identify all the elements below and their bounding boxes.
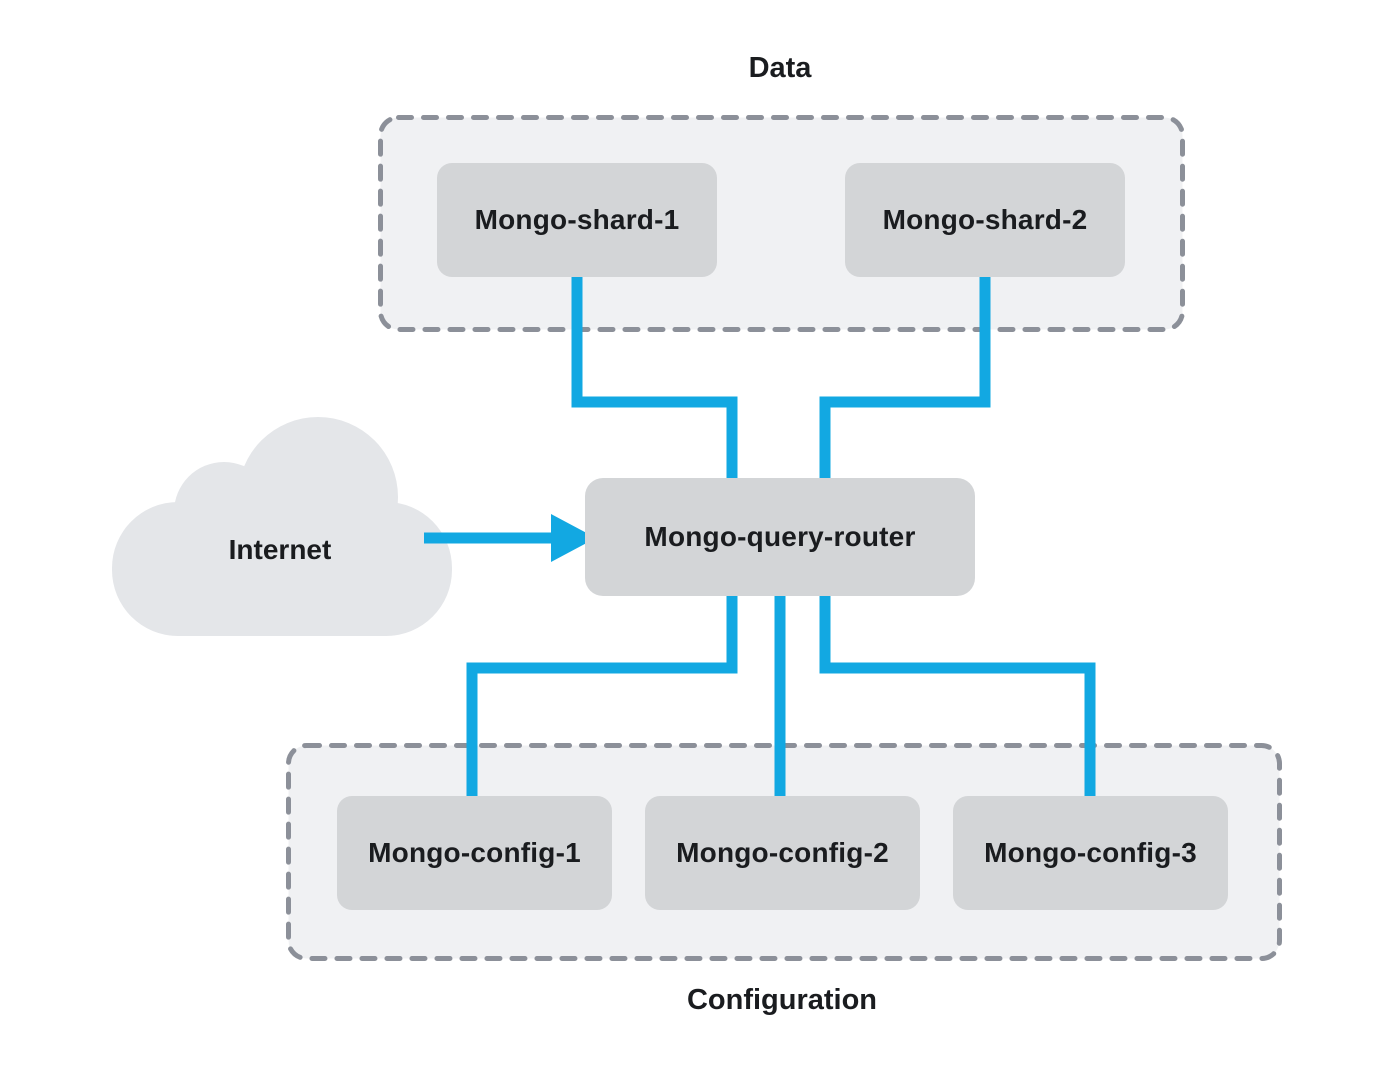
node-mongo-config-3: Mongo-config-3 bbox=[953, 796, 1228, 910]
configuration-group-title: Configuration bbox=[686, 984, 878, 1016]
node-mongo-config-1: Mongo-config-1 bbox=[337, 796, 612, 910]
connector-shard1-router bbox=[571, 270, 738, 485]
connector-router-config3 bbox=[819, 590, 1096, 800]
internet-label: Internet bbox=[228, 534, 332, 565]
internet-arrow bbox=[424, 514, 596, 562]
connector-router-config1 bbox=[466, 590, 738, 800]
node-mongo-config-2: Mongo-config-2 bbox=[645, 796, 920, 910]
node-mongo-query-router: Mongo-query-router bbox=[585, 478, 975, 596]
cloud-icon bbox=[112, 417, 452, 636]
connector-shard2-router bbox=[819, 270, 991, 485]
data-group-title: Data bbox=[748, 52, 812, 84]
node-mongo-shard-2: Mongo-shard-2 bbox=[845, 163, 1125, 277]
node-mongo-shard-1: Mongo-shard-1 bbox=[437, 163, 717, 277]
